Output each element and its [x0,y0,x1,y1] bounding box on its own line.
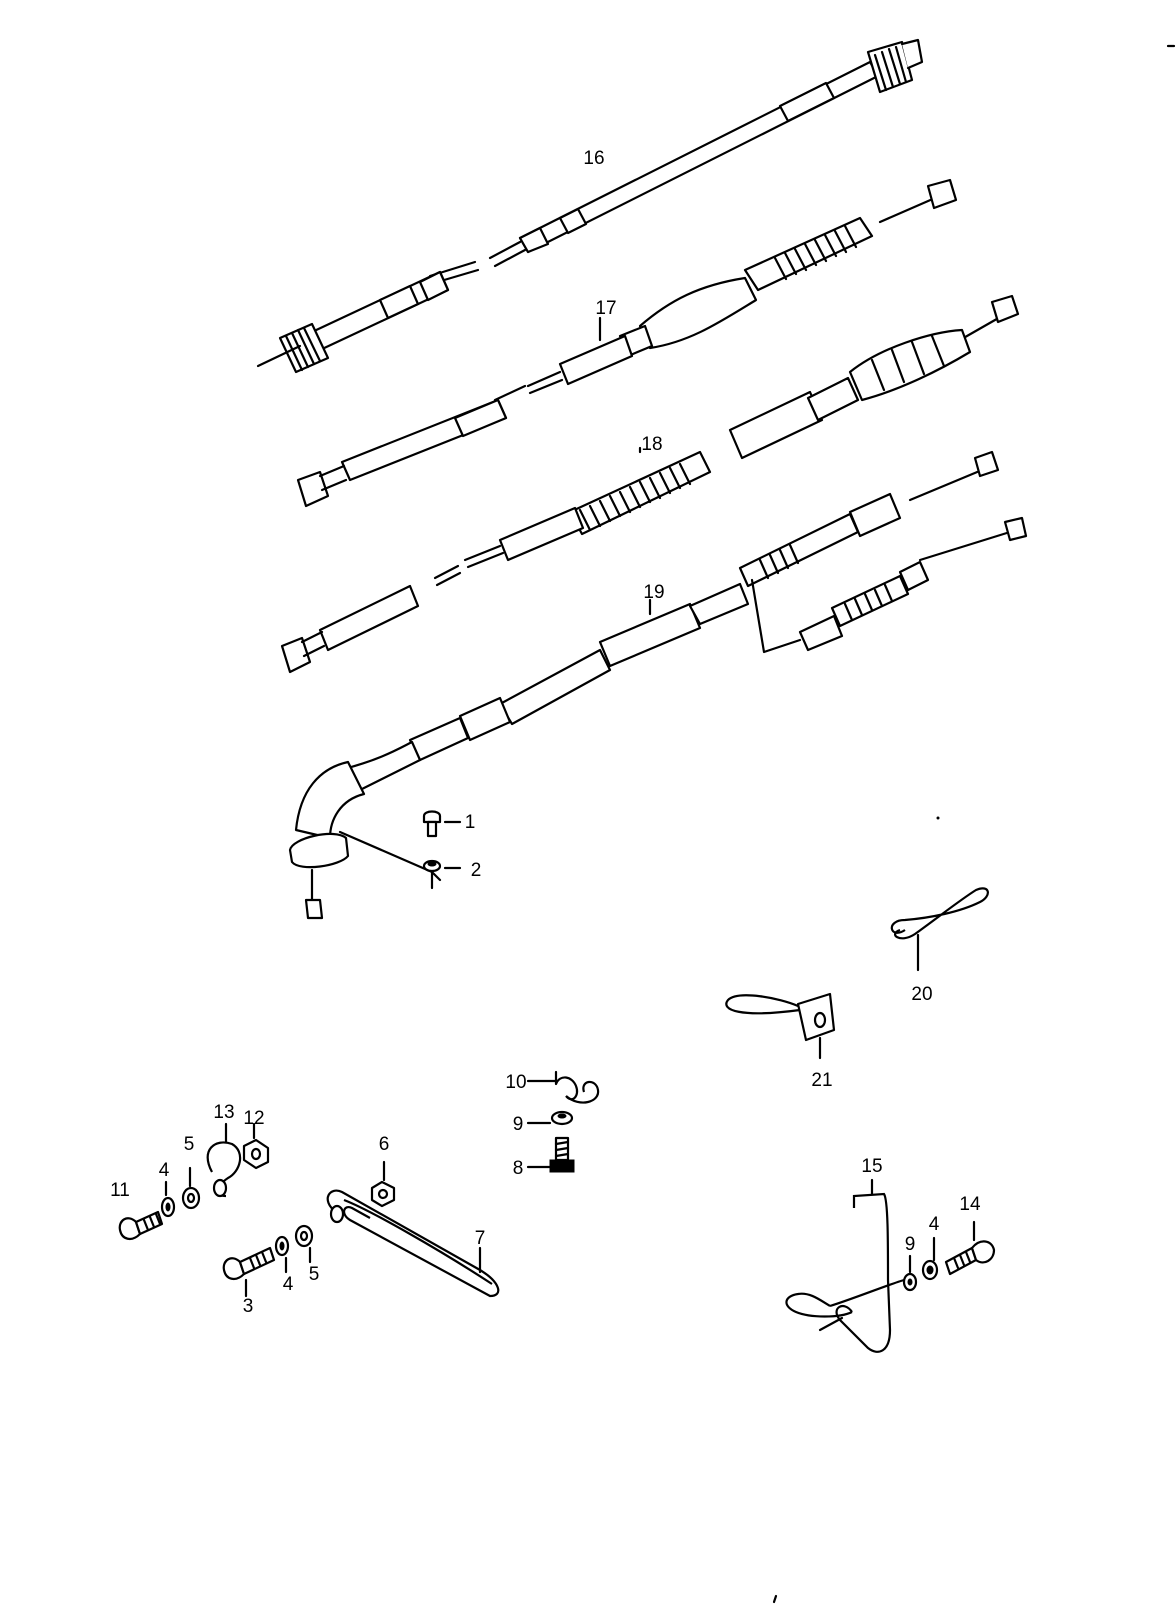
label-11: 11 [110,1180,130,1201]
screw-1 [422,810,462,838]
label-7: 7 [475,1228,486,1249]
label-9b: 9 [905,1234,916,1255]
washer-9a [526,1110,574,1126]
wire-clamp-7 [326,1189,500,1298]
washer-4c [921,1236,939,1281]
bottom-mark [772,1594,778,1604]
nut-6 [370,1160,396,1208]
label-19: 19 [643,582,664,603]
label-8: 8 [513,1158,524,1179]
label-21: 21 [811,1070,832,1091]
clip-13 [206,1122,242,1198]
speedometer-cable [256,38,924,374]
label-9a: 9 [513,1114,524,1135]
clutch-cable [280,294,1020,674]
bolt-8 [526,1136,575,1173]
cable-clip-20 [890,887,989,972]
label-18: 18 [641,434,662,455]
bolt-3 [222,1246,276,1298]
washer-5b [294,1224,314,1264]
label-4a: 4 [159,1160,170,1181]
label-2: 2 [471,860,482,881]
label-3: 3 [243,1296,254,1317]
throttle-cable-a [296,178,958,508]
nut-12 [242,1122,270,1170]
label-4c: 4 [929,1214,940,1235]
label-20: 20 [911,984,932,1005]
bolt-14 [944,1220,996,1276]
washer-5a [181,1166,201,1210]
label-10: 10 [505,1072,526,1093]
label-1: 1 [465,812,476,833]
label-6: 6 [379,1134,390,1155]
washer-4a [160,1180,176,1218]
washer-4b [274,1235,290,1274]
dot-mark [936,816,940,820]
label-17: 17 [595,298,616,319]
label-14: 14 [959,1194,981,1215]
label-16: 16 [583,148,604,169]
bracket-15 [785,1178,905,1353]
washer-9b [902,1254,918,1292]
label-12: 12 [243,1108,264,1129]
bolt-11 [118,1210,164,1240]
label-15: 15 [861,1156,882,1177]
label-5a: 5 [184,1134,195,1155]
clip-10 [526,1070,600,1104]
label-13: 13 [213,1102,234,1123]
label-4b: 4 [283,1274,294,1295]
washer-2 [422,859,462,873]
throttle-cable-b [288,450,1028,920]
cable-clamp-21 [725,992,836,1060]
label-5b: 5 [309,1264,320,1285]
